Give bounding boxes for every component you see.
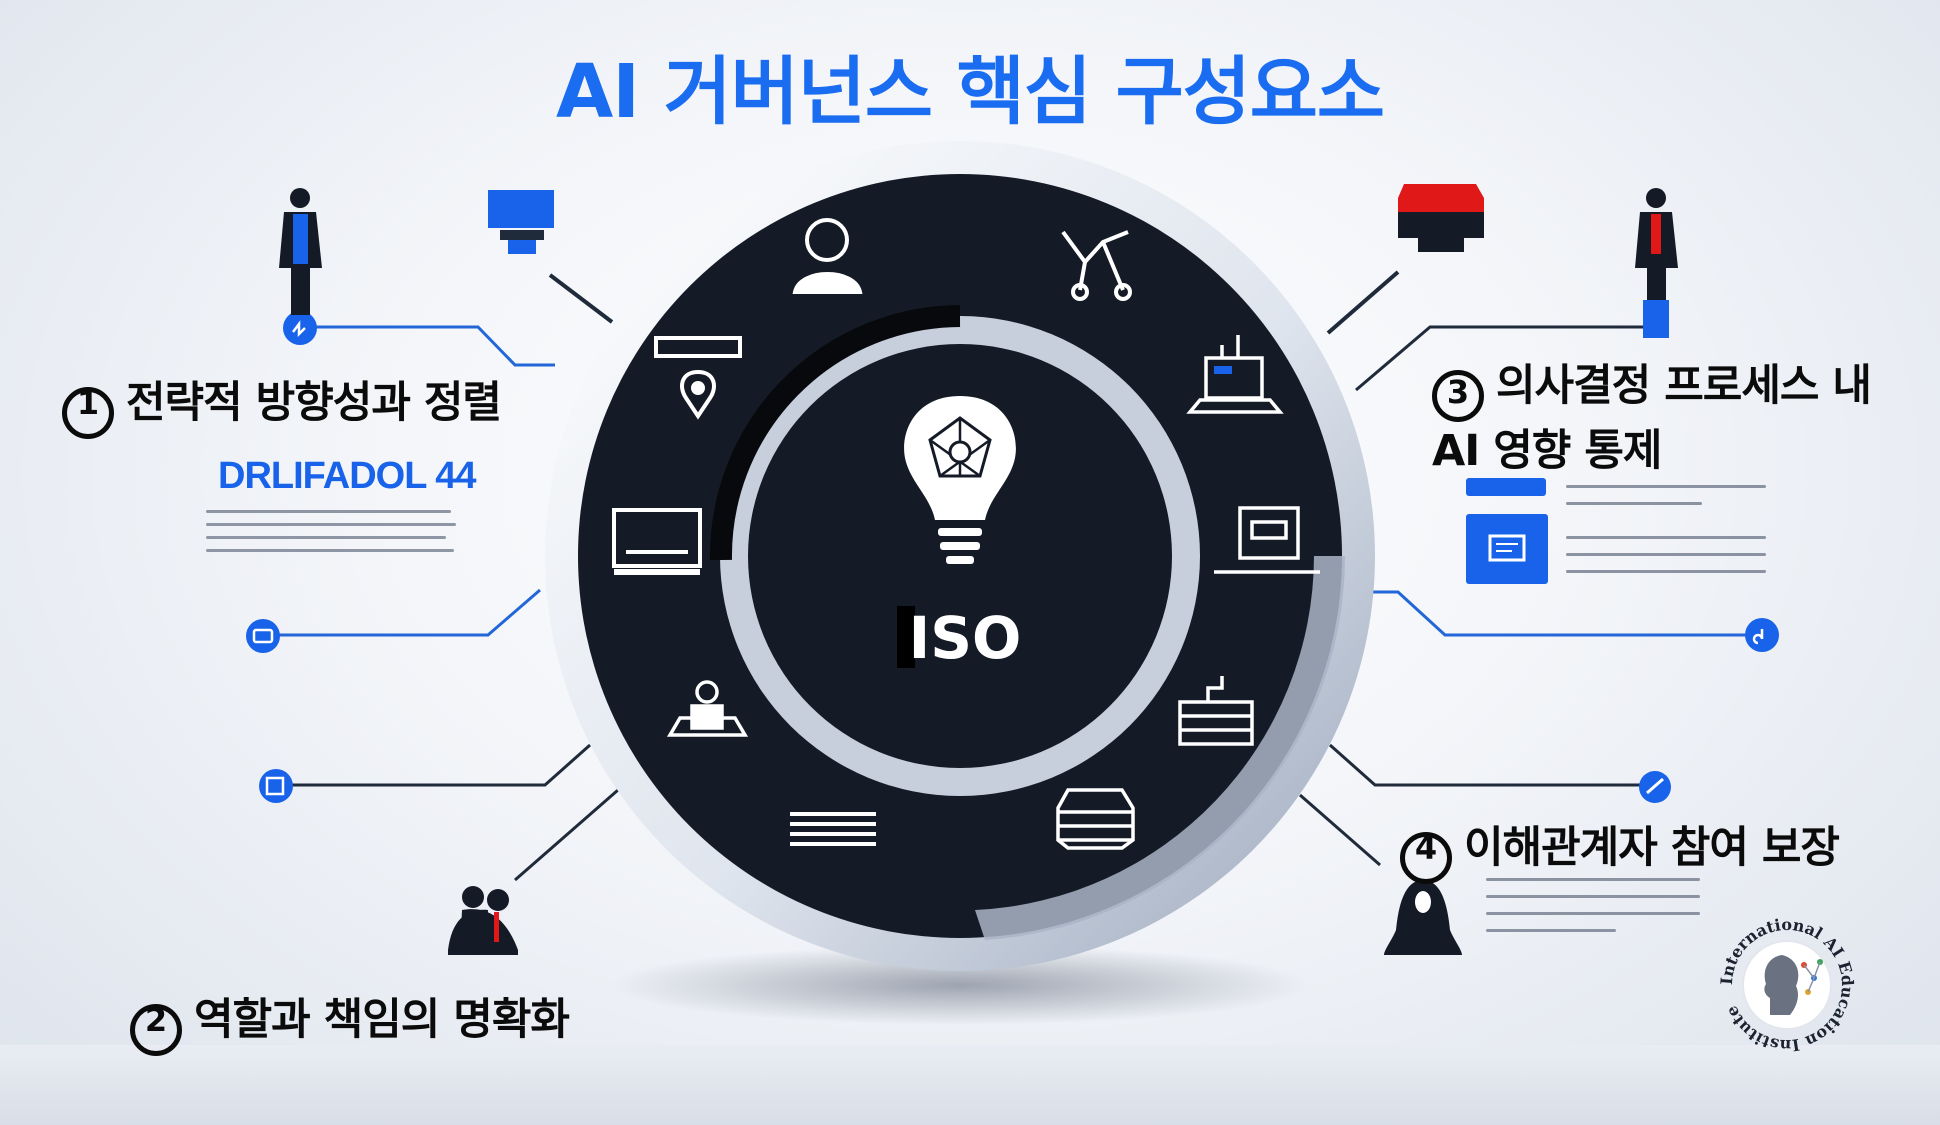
desktop-printer-icon	[1186, 335, 1284, 414]
connector-line	[1355, 325, 1660, 392]
device-icon	[488, 190, 554, 254]
item-4-number: ④	[1400, 832, 1452, 884]
node-icon	[259, 769, 293, 803]
businessman-icon	[1635, 188, 1678, 338]
page-title: AI 거버넌스 핵심 구성요소	[556, 49, 1385, 135]
item-1-number: ①	[62, 387, 114, 439]
node-icon	[246, 619, 280, 653]
connector-line	[1329, 743, 1650, 787]
connector-line	[1299, 793, 1381, 867]
laptop-icon	[1214, 506, 1320, 574]
node-icon	[283, 311, 317, 345]
floor-shade	[0, 1045, 1940, 1125]
center-label: ISO	[909, 604, 1022, 672]
blue-card-small	[1466, 478, 1546, 496]
person-icon	[792, 218, 863, 294]
item-2-label: ②역할과 책임의 명확화	[130, 985, 570, 1056]
right-lower-text-lines	[1486, 878, 1700, 946]
node-icon	[1745, 618, 1779, 652]
connector-line	[296, 325, 555, 367]
item-2-text: 역할과 책임의 명확화	[194, 995, 570, 1045]
drop-shadow	[610, 945, 1310, 1025]
item-3-text-line2: AI 영향 통제	[1432, 426, 1662, 476]
list-icon	[790, 812, 876, 846]
item-4-text: 이해관계자 참여 보장	[1464, 823, 1840, 873]
location-pin-icon	[654, 336, 742, 420]
businessman-icon	[279, 188, 322, 315]
connector-line	[1372, 590, 1762, 637]
item-3-text: 의사결정 프로세스 내	[1496, 361, 1872, 411]
connector-line	[275, 743, 591, 787]
blue-card-large	[1466, 514, 1548, 584]
item-3-label: ③의사결정 프로세스 내 AI 영향 통제	[1432, 357, 1872, 480]
item-2-number: ②	[130, 1004, 182, 1056]
item-4-label: ④이해관계자 참여 보장	[1400, 813, 1840, 884]
right-text-lines	[1566, 485, 1766, 587]
logo-emblem-icon: International AI Education Institute	[1712, 910, 1862, 1060]
red-device-icon	[1398, 184, 1484, 252]
lightbulb-icon	[904, 396, 1016, 564]
server-icon	[1056, 788, 1135, 850]
shelf-icon	[1178, 676, 1254, 746]
inner-ring-shade	[709, 305, 961, 561]
businessman-icon	[448, 886, 518, 955]
left-heading: DRLIFADOL 44	[218, 455, 477, 497]
iso-mark	[897, 606, 915, 668]
connector-line	[514, 788, 619, 882]
presenter-icon	[666, 680, 749, 737]
document-icon	[1488, 534, 1526, 562]
connector-line	[1326, 270, 1400, 335]
network-nodes-icon	[1061, 230, 1132, 301]
logo-graphic: International AI Education Institute	[1717, 915, 1857, 1055]
woman-icon	[1384, 880, 1462, 955]
item-1-label: ①전략적 방향성과 정렬	[62, 368, 502, 439]
connector-line	[265, 588, 541, 637]
left-text-lines	[206, 510, 456, 562]
connector-line	[548, 273, 614, 324]
highlight-arc	[975, 556, 1345, 940]
node-icon	[1639, 771, 1671, 803]
monitor-icon	[612, 508, 702, 575]
item-3-number: ③	[1432, 370, 1484, 422]
item-1-text: 전략적 방향성과 정렬	[126, 378, 502, 428]
